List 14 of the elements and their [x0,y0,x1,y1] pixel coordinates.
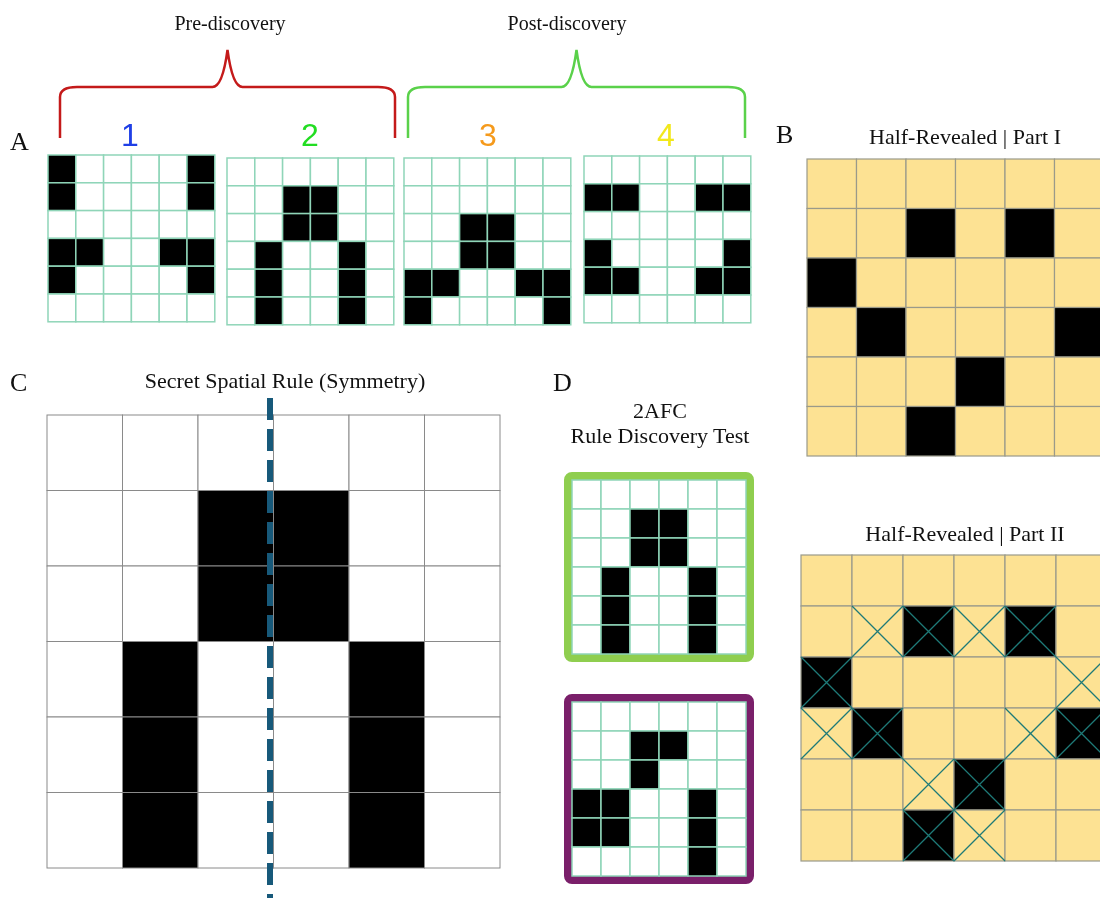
pattern-number: 1 [121,117,139,154]
panel-letter: C [10,368,28,398]
panel-letter: D [553,368,572,398]
pattern-number: 4 [657,117,675,154]
panel-title: 2AFC Rule Discovery Test [570,398,750,449]
group-heading: Pre-discovery [174,12,286,35]
panel-title: Secret Spatial Rule (Symmetry) [144,368,426,394]
panel-letter: A [10,127,29,157]
panel-letter: B [776,120,794,150]
panel-title: Half-Revealed | Part I [869,124,1061,150]
group-heading: Post-discovery [507,12,627,35]
pattern-number: 2 [301,117,319,154]
panel-title: Half-Revealed | Part II [865,521,1065,547]
pattern-number: 3 [479,117,497,154]
